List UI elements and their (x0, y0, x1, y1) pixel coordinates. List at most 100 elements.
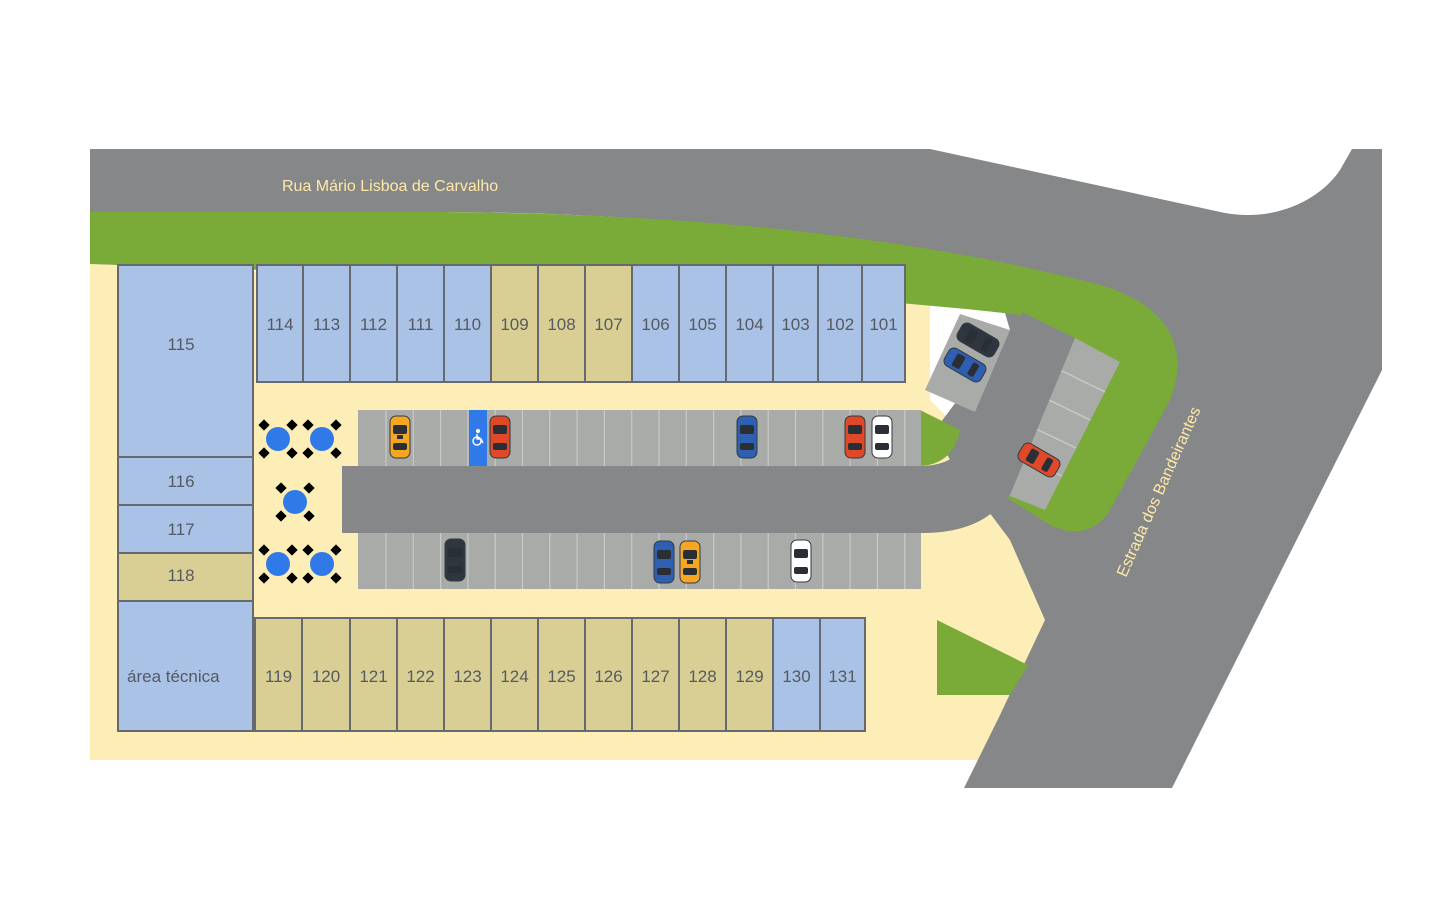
unit-label: 122 (406, 667, 434, 686)
wheelchair-icon (472, 428, 484, 446)
unit-box[interactable] (490, 264, 539, 383)
top-street-label: Rua Mário Lisboa de Carvalho (282, 178, 498, 195)
unit-label: 130 (782, 667, 810, 686)
unit-label: 108 (547, 315, 575, 334)
unit-3[interactable]: 122 (396, 617, 445, 732)
unit-box[interactable] (537, 617, 586, 732)
car-icon (790, 539, 812, 583)
unit-4[interactable]: 110 (443, 264, 492, 383)
car-windshield (875, 425, 889, 434)
unit-label: 117 (167, 520, 194, 539)
unit-1[interactable]: 120 (301, 617, 351, 732)
unit-2[interactable]: 117 (117, 504, 254, 554)
unit-label: 129 (735, 667, 763, 686)
table (310, 552, 334, 576)
accessible-spot (469, 410, 487, 466)
car-rear-window (848, 443, 862, 450)
unit-box[interactable] (301, 617, 351, 732)
unit-box[interactable] (584, 617, 633, 732)
car-body (489, 415, 511, 459)
unit-8[interactable]: 127 (631, 617, 680, 732)
car-icon (956, 322, 1000, 358)
unit-2[interactable]: 112 (349, 264, 398, 383)
unit-12[interactable]: 102 (817, 264, 863, 383)
unit-box[interactable] (678, 264, 727, 383)
unit-0[interactable]: 114 (256, 264, 304, 383)
unit-label: 102 (826, 315, 854, 334)
unit-4[interactable]: área técnica (117, 600, 254, 732)
unit-box[interactable] (443, 617, 492, 732)
unit-label: 105 (688, 315, 716, 334)
unit-13[interactable]: 101 (861, 264, 906, 383)
grass-island-2 (937, 620, 1028, 695)
unit-10[interactable]: 104 (725, 264, 774, 383)
unit-box[interactable] (349, 264, 398, 383)
unit-11[interactable]: 130 (772, 617, 821, 732)
car-windshield (848, 425, 862, 434)
unit-box[interactable] (256, 264, 304, 383)
unit-6[interactable]: 125 (537, 617, 586, 732)
unit-box[interactable] (584, 264, 633, 383)
unit-1[interactable]: 113 (302, 264, 351, 383)
unit-box[interactable] (117, 504, 254, 554)
unit-label: 101 (869, 315, 897, 334)
unit-box[interactable] (443, 264, 492, 383)
car-windshield (964, 328, 979, 344)
unit-box[interactable] (490, 617, 539, 732)
unit-7[interactable]: 107 (584, 264, 633, 383)
unit-9[interactable]: 105 (678, 264, 727, 383)
unit-box[interactable] (117, 264, 254, 458)
unit-label: 131 (828, 667, 856, 686)
unit-label: 123 (453, 667, 481, 686)
unit-label: 126 (594, 667, 622, 686)
unit-box[interactable] (302, 264, 351, 383)
parked-cars (389, 322, 1061, 584)
unit-4[interactable]: 123 (443, 617, 492, 732)
unit-3[interactable]: 118 (117, 552, 254, 602)
taxi-sign (687, 560, 693, 564)
unit-3[interactable]: 111 (396, 264, 445, 383)
car-windshield (1025, 448, 1040, 464)
car-icon (653, 540, 675, 584)
taxi-icon (679, 540, 701, 584)
car-body (790, 539, 812, 583)
table (266, 427, 290, 451)
unit-box[interactable] (537, 264, 586, 383)
unit-12[interactable]: 131 (819, 617, 866, 732)
unit-box[interactable] (117, 456, 254, 506)
unit-0[interactable]: 115 (117, 264, 254, 458)
unit-box[interactable] (678, 617, 727, 732)
unit-label: 114 (266, 315, 293, 334)
car-icon (736, 415, 758, 459)
unit-label: 125 (547, 667, 575, 686)
unit-box[interactable] (819, 617, 866, 732)
car-body (1017, 442, 1061, 478)
unit-10[interactable]: 129 (725, 617, 774, 732)
taxi-icon (389, 415, 411, 459)
unit-6[interactable]: 108 (537, 264, 586, 383)
car-rear-window (794, 567, 808, 574)
unit-box[interactable] (861, 264, 906, 383)
unit-5[interactable]: 124 (490, 617, 539, 732)
unit-box[interactable] (396, 617, 445, 732)
unit-1[interactable]: 116 (117, 456, 254, 506)
unit-box[interactable] (725, 264, 774, 383)
unit-0[interactable]: 119 (254, 617, 303, 732)
unit-box[interactable] (117, 552, 254, 602)
unit-label: 127 (641, 667, 669, 686)
car-rear-window (967, 362, 980, 377)
unit-8[interactable]: 106 (631, 264, 680, 383)
unit-box[interactable] (117, 600, 254, 732)
unit-9[interactable]: 128 (678, 617, 727, 732)
unit-box[interactable] (396, 264, 445, 383)
car-windshield (740, 425, 754, 434)
unit-2[interactable]: 121 (349, 617, 398, 732)
unit-7[interactable]: 126 (584, 617, 633, 732)
unit-5[interactable]: 109 (490, 264, 539, 383)
car-body (943, 347, 987, 383)
unit-11[interactable]: 103 (772, 264, 819, 383)
car-windshield (448, 548, 462, 557)
unit-box[interactable] (817, 264, 863, 383)
